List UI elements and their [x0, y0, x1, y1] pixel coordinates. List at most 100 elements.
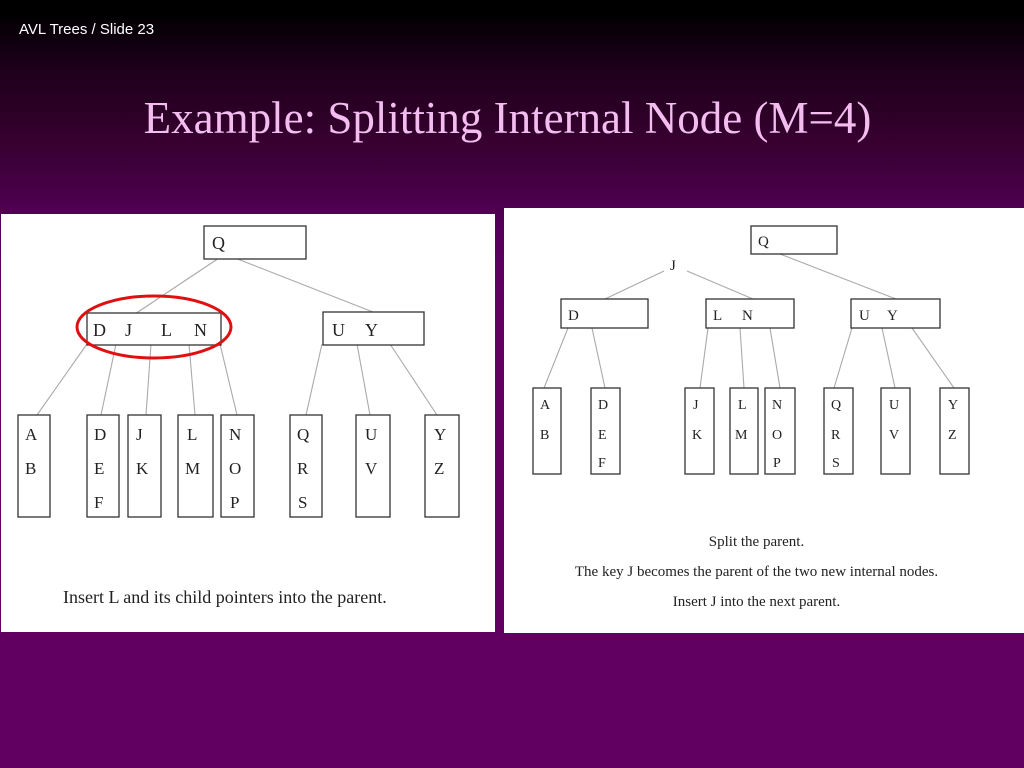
leaf-key: Q: [831, 398, 841, 413]
node-key: U: [332, 320, 345, 340]
edge-uy-to-leaf-uv: [356, 343, 371, 416]
left-tree-diagram: Q D J L N U Y A B D E F: [17, 225, 460, 518]
edge-ln-to-leaf-nop: [769, 327, 781, 389]
right-node-d: D: [560, 298, 649, 329]
leaf-key: B: [540, 428, 549, 443]
leaf-node-nop: N O P: [220, 414, 255, 518]
edge-djln-to-leaf-jk: [145, 343, 152, 416]
leaf-key: J: [136, 425, 143, 444]
edge-root-to-uy: [234, 257, 374, 313]
leaf-key: D: [94, 425, 106, 444]
leaf-key: K: [692, 428, 702, 443]
left-diagram-panel: Q D J L N U Y A B D E F: [1, 214, 495, 632]
edge-uy-to-leaf-qrs: [833, 327, 853, 389]
leaf-key: F: [94, 493, 103, 512]
node-key: Y: [365, 320, 378, 340]
leaf-key: J: [693, 398, 699, 413]
top-bar: [0, 0, 1024, 14]
leaf-key: S: [298, 493, 307, 512]
edge-uy-to-leaf-qrs: [305, 343, 323, 416]
leaf-key: E: [94, 459, 104, 478]
edge-uy-to-leaf-uv: [881, 327, 896, 389]
leaf-key: D: [598, 398, 608, 413]
leaf-key: L: [187, 425, 197, 444]
edge-djln-to-leaf-def: [100, 343, 117, 416]
edge-j-to-ln: [686, 270, 754, 300]
edge-ln-to-leaf-lm: [739, 327, 745, 389]
edge-d-to-leaf-ab: [543, 327, 569, 389]
leaf-node-yz: Y Z: [939, 387, 970, 475]
edge-d-to-leaf-def: [591, 327, 606, 389]
leaf-key: P: [773, 456, 781, 471]
node-key: N: [742, 308, 753, 324]
leaf-node-def: D E F: [86, 414, 120, 518]
node-key: L: [161, 320, 172, 340]
edge-root-to-uy: [779, 253, 897, 300]
leaf-node-yz: Y Z: [424, 414, 460, 518]
right-edges: [543, 253, 955, 389]
leaf-key: V: [889, 428, 899, 443]
node-key: Q: [758, 234, 769, 250]
edge-j-to-d: [604, 270, 665, 300]
leaf-node-ab: A B: [532, 387, 562, 475]
leaf-key: Z: [434, 459, 444, 478]
leaf-key: N: [229, 425, 241, 444]
right-node-ln: L N: [705, 298, 795, 329]
leaf-key: L: [738, 398, 747, 413]
leaf-key: N: [772, 398, 782, 413]
leaf-node-def: D E F: [590, 387, 621, 475]
edge-root-to-djln: [134, 257, 220, 315]
highlight-ellipse: [75, 294, 233, 360]
left-caption: Insert L and its child pointers into the…: [63, 587, 387, 607]
node-key: Y: [887, 308, 898, 324]
left-node-uy: U Y: [322, 311, 425, 346]
leaf-key: V: [365, 459, 378, 478]
leaf-key: M: [735, 428, 748, 443]
leaf-node-uv: U V: [355, 414, 391, 518]
leaf-node-uv: U V: [880, 387, 911, 475]
edge-uy-to-leaf-yz: [911, 327, 955, 389]
edge-djln-to-leaf-ab: [36, 343, 88, 416]
leaf-key: K: [136, 459, 149, 478]
leaf-key: A: [540, 398, 551, 413]
node-key: D: [568, 308, 579, 324]
leaf-key: R: [297, 459, 309, 478]
right-root-node: Q: [750, 225, 838, 255]
edge-uy-to-leaf-yz: [389, 343, 438, 416]
leaf-node-lm: L M: [729, 387, 759, 475]
promoted-key-j: J: [670, 258, 676, 274]
node-key: D: [93, 320, 106, 340]
node-key: N: [194, 320, 207, 340]
node-key: Q: [212, 233, 225, 253]
leaf-node-qrs: Q R S: [289, 414, 323, 518]
right-caption-1: Split the parent.: [708, 534, 805, 550]
leaf-key: R: [831, 428, 841, 443]
leaf-node-nop: N O P: [764, 387, 796, 475]
leaf-key: F: [598, 456, 606, 471]
leaf-key: U: [889, 398, 899, 413]
leaf-key: M: [185, 459, 200, 478]
slide-title: Example: Splitting Internal Node (M=4): [143, 93, 872, 143]
leaf-key: B: [25, 459, 36, 478]
right-leaf-nodes: A B D E F J K L M N O: [532, 387, 970, 475]
right-tree-diagram: Q J D L N U Y A B D E F: [532, 225, 970, 475]
leaf-key: Y: [434, 425, 446, 444]
edge-djln-to-leaf-nop: [219, 343, 238, 416]
right-diagram-panel: Q J D L N U Y A B D E F: [504, 208, 1024, 633]
node-key: L: [713, 308, 722, 324]
leaf-node-jk: J K: [127, 414, 162, 518]
leaf-key: U: [365, 425, 377, 444]
leaf-node-lm: L M: [177, 414, 214, 518]
leaf-key: E: [598, 428, 607, 443]
leaf-key: Z: [948, 428, 957, 443]
leaf-key: Y: [948, 398, 958, 413]
leaf-key: S: [832, 456, 840, 471]
left-node-djln: D J L N: [86, 312, 222, 346]
leaf-node-jk: J K: [684, 387, 715, 475]
leaf-key: O: [229, 459, 241, 478]
right-caption-3: Insert J into the next parent.: [672, 594, 841, 610]
leaf-node-ab: A B: [17, 414, 51, 518]
leaf-node-qrs: Q R S: [823, 387, 854, 475]
node-key: J: [125, 320, 132, 340]
leaf-key: O: [772, 428, 782, 443]
